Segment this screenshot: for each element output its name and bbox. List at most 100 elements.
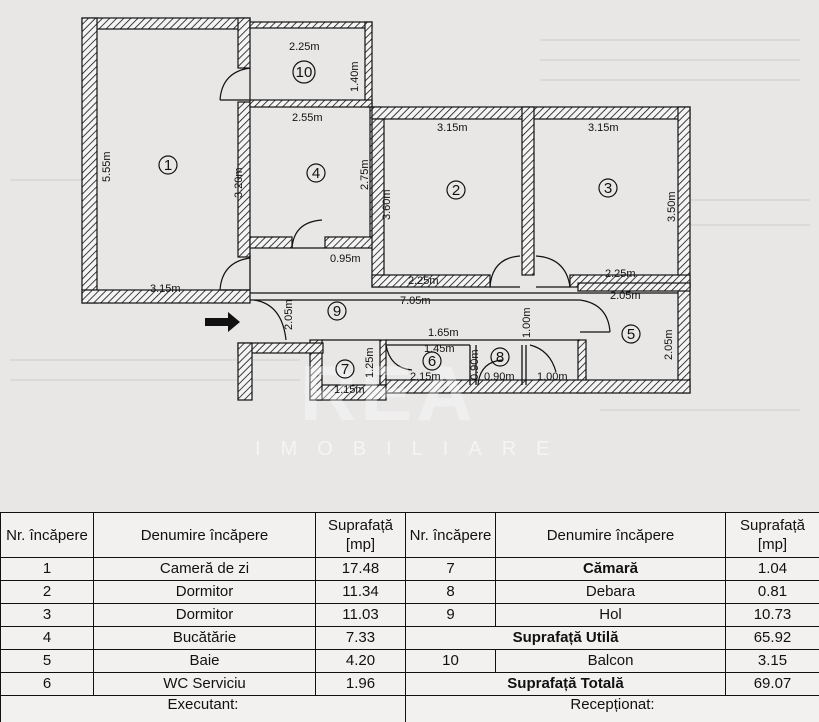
cell-name: WC Serviciu bbox=[94, 673, 316, 696]
header-area: Suprafață [mp] bbox=[316, 513, 406, 558]
wall-balcony-top bbox=[250, 22, 372, 28]
dim-label: 2.05m bbox=[283, 299, 295, 330]
dim-label: 5.55m bbox=[101, 151, 113, 182]
cell-area: 0.81 bbox=[726, 581, 819, 604]
door-hall-right bbox=[530, 345, 556, 372]
dim-label: 0.95m bbox=[330, 253, 361, 265]
wall-entry-stub bbox=[238, 343, 252, 400]
wall-kitchen-bottom bbox=[250, 237, 292, 248]
cell-nr: 5 bbox=[1, 650, 94, 673]
wall-bedroom-div bbox=[522, 107, 534, 275]
door-bath bbox=[580, 300, 610, 332]
cell-area: 10.73 bbox=[726, 604, 819, 627]
room-number: 4 bbox=[312, 165, 320, 182]
room-number: 7 bbox=[341, 361, 349, 378]
room-number: 5 bbox=[627, 326, 635, 343]
dim-label: 2.75m bbox=[359, 159, 371, 190]
wall-top-room1 bbox=[82, 18, 250, 29]
table-header-row: Nr. încăpere Denumire încăpere Suprafață… bbox=[1, 513, 819, 558]
cell-nr: 8 bbox=[406, 581, 496, 604]
cell-name: Hol bbox=[496, 604, 726, 627]
door-kitchen bbox=[292, 220, 325, 248]
dim-label: 3.50m bbox=[666, 191, 678, 222]
door-room1 bbox=[220, 68, 250, 100]
dim-label: 3.60m bbox=[381, 189, 393, 220]
dim-label: 1.25m bbox=[364, 347, 376, 378]
dim-label: 0.90m bbox=[484, 371, 515, 383]
dim-label: 1.40m bbox=[349, 61, 361, 92]
cell-area: 1.96 bbox=[316, 673, 406, 696]
signature-row: Executant: Recepționat: bbox=[1, 696, 819, 722]
dim-label: 2.05m bbox=[610, 290, 641, 302]
dim-label: 3.20m bbox=[233, 167, 245, 198]
cell-area: 17.48 bbox=[316, 558, 406, 581]
dim-label: 3.15m bbox=[437, 122, 468, 134]
cell-name: Cămară bbox=[496, 558, 726, 581]
table-row: 3 Dormitor 11.03 9 Hol 10.73 bbox=[1, 604, 819, 627]
header-nr: Nr. încăpere bbox=[406, 513, 496, 558]
cell-name: Dormitor bbox=[94, 581, 316, 604]
door-room1-hall bbox=[220, 258, 250, 290]
header-name: Denumire încăpere bbox=[94, 513, 316, 558]
cell-area: 4.20 bbox=[316, 650, 406, 673]
cell-nr: 9 bbox=[406, 604, 496, 627]
wall-bath-right bbox=[678, 285, 690, 393]
watermark-logo: REA bbox=[300, 349, 477, 437]
dim-label: 1.15m bbox=[334, 384, 365, 396]
wall-left-room1 bbox=[82, 18, 97, 303]
dim-label: 3.15m bbox=[150, 283, 181, 295]
cell-nr: 4 bbox=[1, 627, 94, 650]
wall-balcony-bottom bbox=[250, 100, 372, 107]
cell-area: 1.04 bbox=[726, 558, 819, 581]
floor-plan: REA IMOBILIARE 2.25m 1.40m 5.55m 3.20m 2… bbox=[0, 0, 819, 500]
entry-arrow-icon bbox=[205, 312, 240, 332]
dim-label: 2.25m bbox=[605, 268, 636, 280]
room-number: 1 bbox=[164, 157, 172, 174]
room-number: 3 bbox=[604, 180, 612, 197]
receptionat-label: Recepționat: bbox=[406, 696, 819, 722]
cell-nr: 1 bbox=[1, 558, 94, 581]
watermark-subtitle: IMOBILIARE bbox=[255, 438, 569, 460]
room-number: 10 bbox=[296, 64, 313, 81]
cell-nr: 6 bbox=[1, 673, 94, 696]
dim-label: 2.25m bbox=[408, 275, 439, 287]
dim-label: 1.00m bbox=[521, 307, 533, 338]
room-number: 8 bbox=[496, 349, 504, 366]
dim-label: 1.65m bbox=[428, 327, 459, 339]
dim-label: 2.15m bbox=[410, 371, 441, 383]
cell-name: Balcon bbox=[496, 650, 726, 673]
cell-area: 3.15 bbox=[726, 650, 819, 673]
dim-label: 2.05m bbox=[663, 329, 675, 360]
header-nr: Nr. încăpere bbox=[1, 513, 94, 558]
dim-label: 0.90m bbox=[469, 349, 481, 380]
cell-name: Baie bbox=[94, 650, 316, 673]
door-entry bbox=[254, 300, 286, 340]
table-row: 1 Cameră de zi 17.48 7 Cămară 1.04 bbox=[1, 558, 819, 581]
door-bed3 bbox=[536, 256, 570, 287]
cell-nr: 2 bbox=[1, 581, 94, 604]
wall-balcony-right bbox=[365, 22, 372, 107]
wall-bedrooms-right bbox=[678, 107, 690, 285]
door-bed2 bbox=[490, 256, 520, 287]
room-number: 6 bbox=[428, 353, 436, 370]
wall-right-room1-top bbox=[238, 18, 250, 68]
dim-label: 3.15m bbox=[588, 122, 619, 134]
cell-nr: 3 bbox=[1, 604, 94, 627]
room-number: 2 bbox=[452, 182, 460, 199]
cell-area: 69.07 bbox=[726, 673, 819, 696]
dim-label: 2.25m bbox=[289, 41, 320, 53]
room-number: 9 bbox=[333, 303, 341, 320]
cell-area: 11.03 bbox=[316, 604, 406, 627]
cell-area: 65.92 bbox=[726, 627, 819, 650]
table-row: 6 WC Serviciu 1.96 Suprafață Totală 69.0… bbox=[1, 673, 819, 696]
cell-name: Dormitor bbox=[94, 604, 316, 627]
table-row: 5 Baie 4.20 10 Balcon 3.15 bbox=[1, 650, 819, 673]
header-area: Suprafață [mp] bbox=[726, 513, 819, 558]
header-name: Denumire încăpere bbox=[496, 513, 726, 558]
cell-nr: 10 bbox=[406, 650, 496, 673]
cell-name: Cameră de zi bbox=[94, 558, 316, 581]
cell-name: Suprafață Utilă bbox=[406, 627, 726, 650]
table-row: 2 Dormitor 11.34 8 Debara 0.81 bbox=[1, 581, 819, 604]
cell-name: Bucătărie bbox=[94, 627, 316, 650]
cell-area: 11.34 bbox=[316, 581, 406, 604]
